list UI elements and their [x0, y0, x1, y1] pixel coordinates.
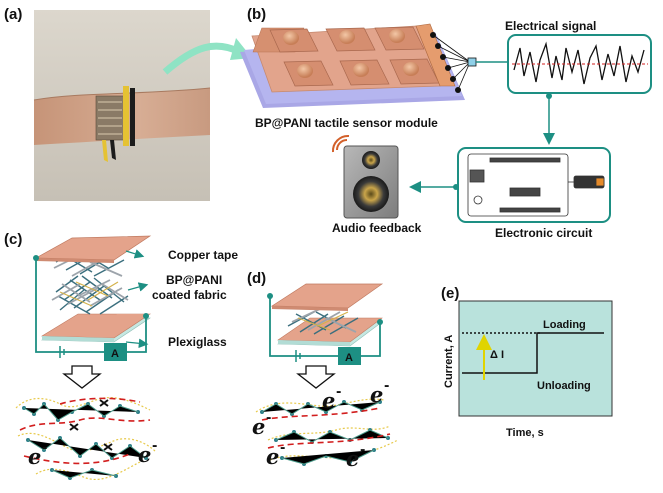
y-axis-label: Current, A	[443, 335, 455, 388]
wrist-photo	[33, 10, 211, 201]
ammeter-c-label: A	[111, 348, 119, 360]
sensor-stack-c	[33, 235, 152, 361]
electron-c-left: e	[28, 444, 41, 469]
ammeter-d-label: A	[345, 352, 353, 364]
signal-wires	[432, 34, 471, 91]
delta-current-label: Δ I	[490, 349, 504, 361]
electron-c-right-charge: -	[152, 439, 157, 454]
electrical-signal-label: Electrical signal	[505, 19, 596, 33]
fabric-pointer	[127, 282, 149, 292]
signal-waveform	[513, 41, 645, 85]
panel-label-e: (e)	[441, 285, 459, 302]
electron-d-right-charge: -	[384, 379, 389, 394]
panel-label-a: (a)	[4, 6, 22, 23]
electron-d-left: e	[252, 414, 265, 439]
electron-c-right: e	[138, 442, 151, 467]
molecular-network-c	[15, 397, 157, 480]
plexiglass-pointer	[125, 338, 149, 349]
fabric-label-line1: BP@PANI	[166, 273, 222, 287]
panel-label-b: (b)	[247, 6, 266, 23]
electron-c-left-charge: -	[42, 441, 47, 456]
copper-tape-pointer	[125, 249, 145, 259]
electron-d-right: e	[370, 382, 383, 407]
speaker-icon	[331, 134, 399, 219]
panel-label-d: (d)	[247, 270, 266, 287]
electron-d-top-charge: -	[336, 385, 341, 400]
loading-label: Loading	[543, 319, 586, 331]
down-arrow-d	[296, 365, 336, 389]
sensor-module-label: BP@PANI tactile sensor module	[255, 116, 438, 130]
electronic-circuit-label: Electronic circuit	[495, 226, 592, 240]
down-arrow-c	[62, 365, 102, 389]
x-axis-label: Time, s	[506, 427, 544, 439]
audio-feedback-label: Audio feedback	[332, 221, 422, 235]
fabric-label-line2: coated fabric	[152, 288, 227, 302]
sensor-stack-d	[267, 283, 384, 365]
circuit-board-drawing	[467, 153, 605, 217]
electron-d-bottom-left: e	[266, 444, 279, 469]
plexiglass-label: Plexiglass	[168, 335, 227, 349]
electron-d-bottom-right: e	[346, 446, 359, 471]
electron-d-bottom-right-charge: -	[360, 443, 365, 458]
panel-label-c: (c)	[4, 231, 22, 248]
unloading-label: Unloading	[537, 380, 591, 392]
molecular-network-d	[255, 398, 399, 466]
electron-d-left-charge: -	[266, 411, 271, 426]
photo-to-module-arrow	[162, 42, 242, 75]
current-step-line	[462, 332, 604, 374]
current-time-chart	[458, 300, 613, 417]
copper-tape-label: Copper tape	[168, 248, 238, 262]
sensor-module-illustration	[240, 23, 508, 108]
electron-d-top: e	[322, 388, 335, 413]
sensor-cells	[269, 26, 440, 87]
chart-plot-area	[458, 300, 613, 417]
electron-d-bottom-left-charge: -	[280, 441, 285, 456]
